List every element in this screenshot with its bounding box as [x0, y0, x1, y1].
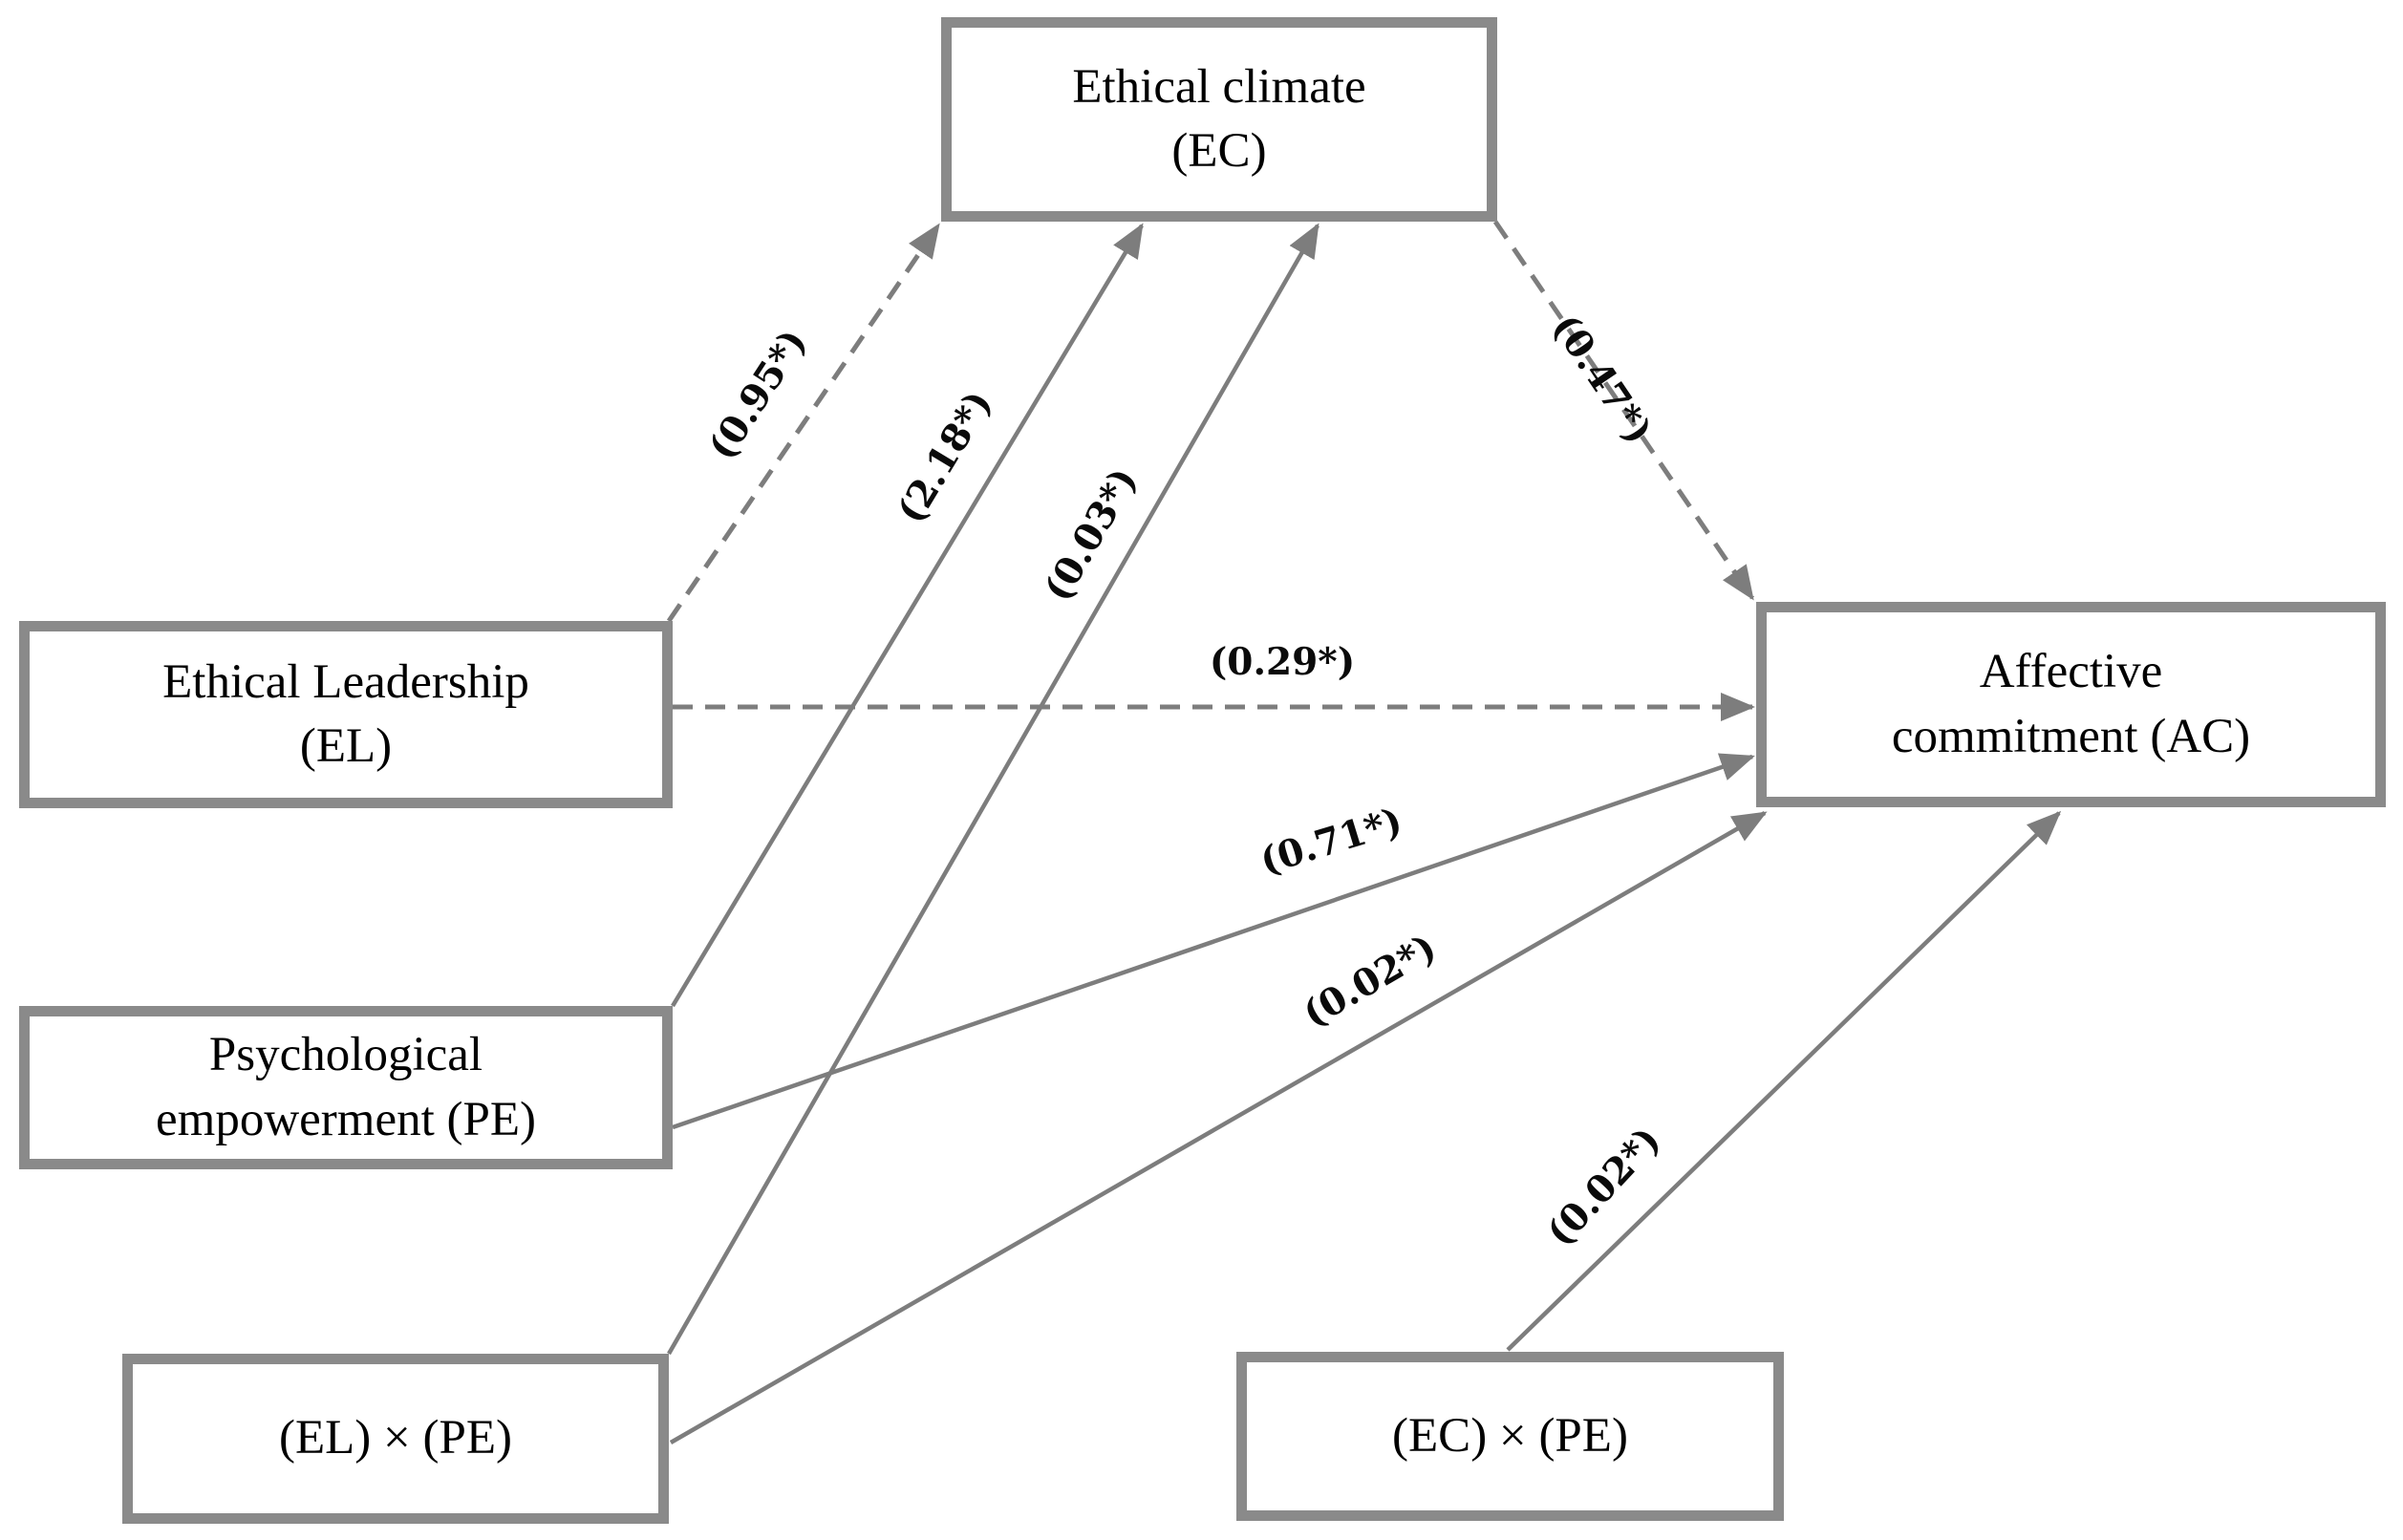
- coefficient-elpe-ac: (0.02*): [1296, 926, 1444, 1037]
- box-ethical-leadership: Ethical Leadership (EL): [19, 621, 673, 808]
- coefficient-el-ac: (0.29*): [1210, 640, 1355, 684]
- arrow-elpe-to-ac: [669, 811, 1768, 1444]
- box-el-times-pe: (EL) × (PE): [122, 1354, 669, 1524]
- coefficient-pe-ec: (2.18*): [889, 383, 1001, 530]
- box-el-times-pe-label: (EL) × (PE): [278, 1411, 513, 1465]
- box-ethical-leadership-label-line1: Ethical Leadership: [162, 654, 529, 709]
- arrow-pe-to-ec: [671, 223, 1144, 1008]
- coefficient-pe-ac: (0.71*): [1255, 799, 1407, 884]
- box-ethical-leadership-label-line2: (EL): [299, 719, 393, 773]
- arrow-ec-to-ac: [1492, 220, 1755, 601]
- box-ethical-climate: Ethical climate (EC): [941, 17, 1497, 222]
- box-psychological-empowerment: Psychological empowerment (PE): [19, 1006, 673, 1169]
- box-ec-times-pe-label: (EC) × (PE): [1392, 1408, 1628, 1463]
- box-ethical-climate-label-line2: (EC): [1171, 124, 1267, 178]
- coefficient-el-ec: (0.95*): [699, 322, 816, 468]
- box-affective-commitment-label-line2: commitment (AC): [1891, 709, 2251, 763]
- box-ec-times-pe: (EC) × (PE): [1236, 1352, 1784, 1521]
- box-affective-commitment: Affective commitment (AC): [1756, 602, 2386, 807]
- arrow-pe-to-ac: [672, 753, 1755, 1130]
- coefficient-ec-ac: (0.47*): [1543, 307, 1661, 452]
- arrow-el-to-ec: [666, 223, 941, 623]
- box-psychological-empowerment-label-line1: Psychological: [208, 1028, 483, 1082]
- coefficient-elpe-ec: (0.03*): [1036, 460, 1147, 609]
- box-ethical-climate-label-line1: Ethical climate: [1072, 59, 1366, 114]
- arrow-ecpe-to-ac: [1506, 810, 2062, 1352]
- arrow-elpe-to-ec: [667, 223, 1320, 1356]
- box-affective-commitment-label-line1: Affective: [1979, 645, 2163, 699]
- box-psychological-empowerment-label-line2: empowerment (PE): [156, 1092, 536, 1146]
- coefficient-ecpe-ac: (0.02*): [1538, 1119, 1670, 1255]
